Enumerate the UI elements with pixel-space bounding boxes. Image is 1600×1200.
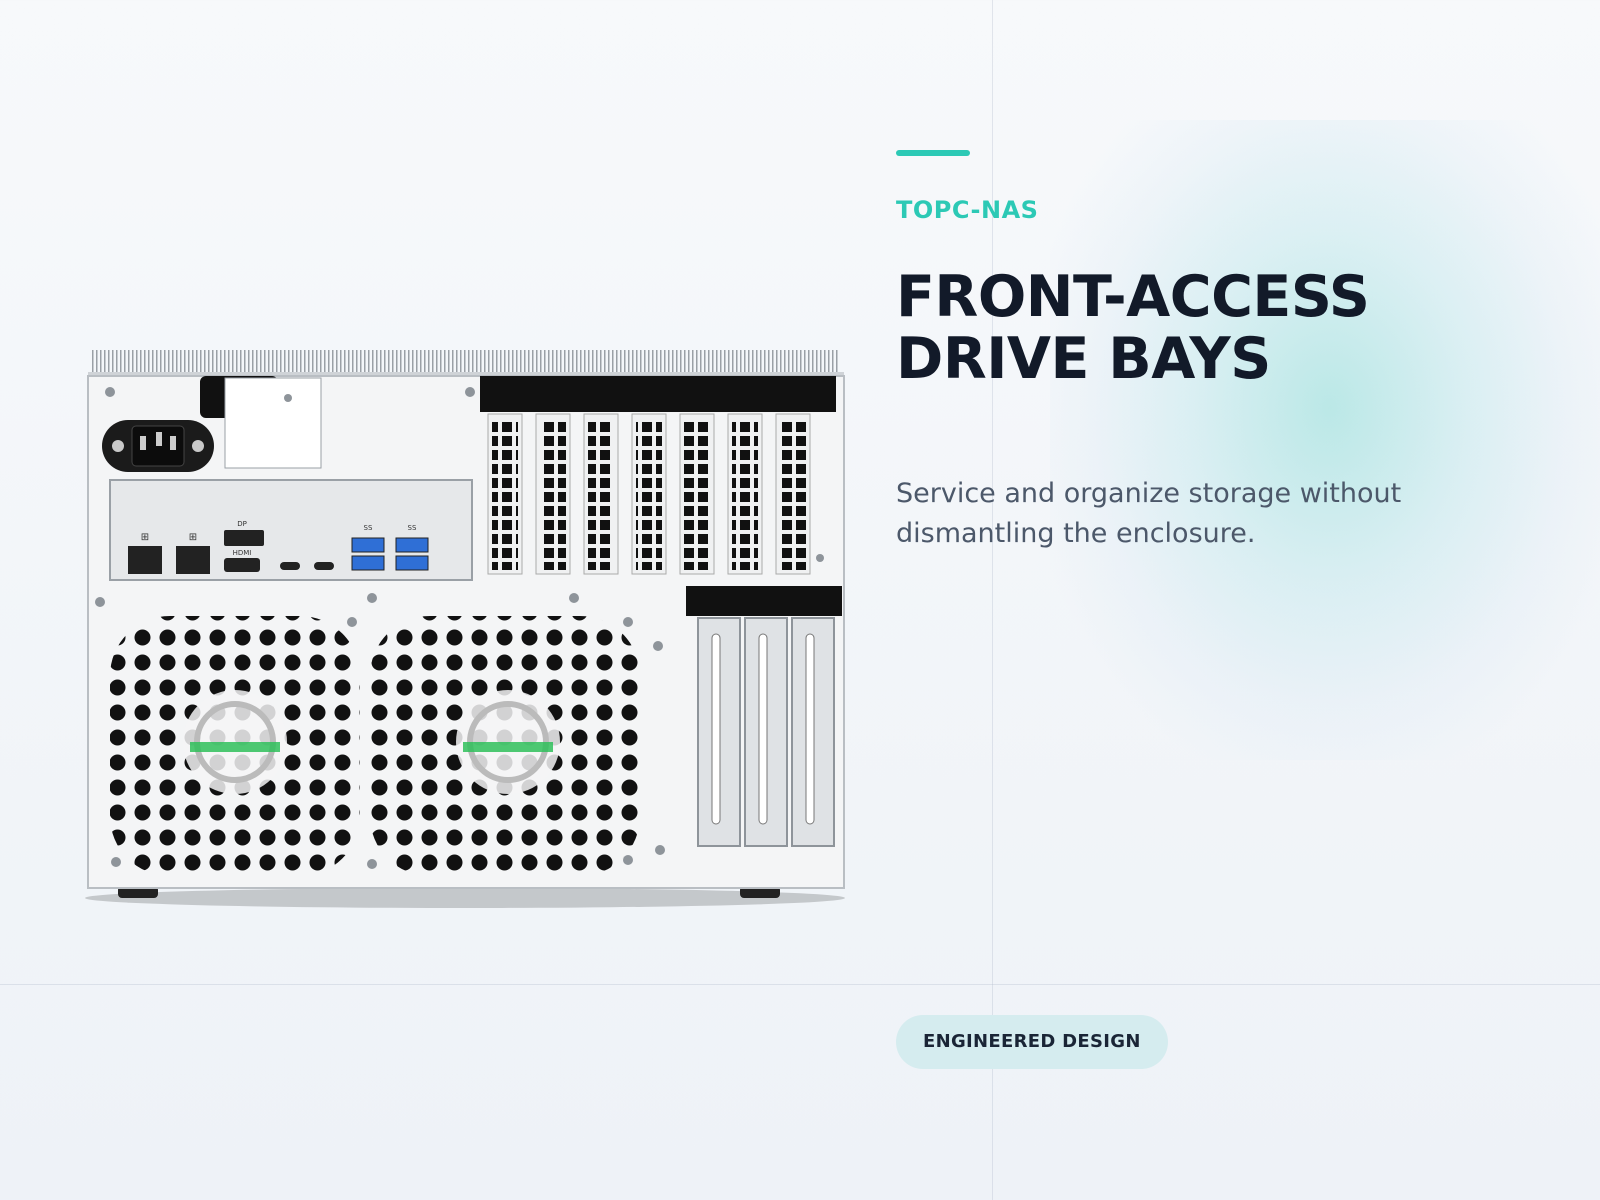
brand-label: TOPC-NAS — [896, 196, 1039, 224]
usb-label-left: SS — [364, 524, 373, 532]
background-glow — [1050, 120, 1600, 760]
svg-text:⊞: ⊞ — [189, 532, 197, 543]
headline: FRONT-ACCESS DRIVE BAYS — [896, 264, 1370, 392]
description: Service and organize storage without dis… — [896, 478, 1402, 549]
svg-text:⊞: ⊞ — [141, 532, 149, 543]
vertical-divider — [992, 0, 993, 1200]
nas-rear-panel-image: ⊞ ⊞ DP HDMI SS SS — [85, 350, 845, 908]
usb-label-right: SS — [408, 524, 417, 532]
dp-port-label: DP — [237, 520, 247, 528]
horizontal-divider — [0, 984, 1600, 985]
accent-bar — [896, 150, 970, 156]
hdmi-port-label: HDMI — [233, 549, 252, 557]
engineered-design-badge: ENGINEERED DESIGN — [896, 1015, 1168, 1069]
